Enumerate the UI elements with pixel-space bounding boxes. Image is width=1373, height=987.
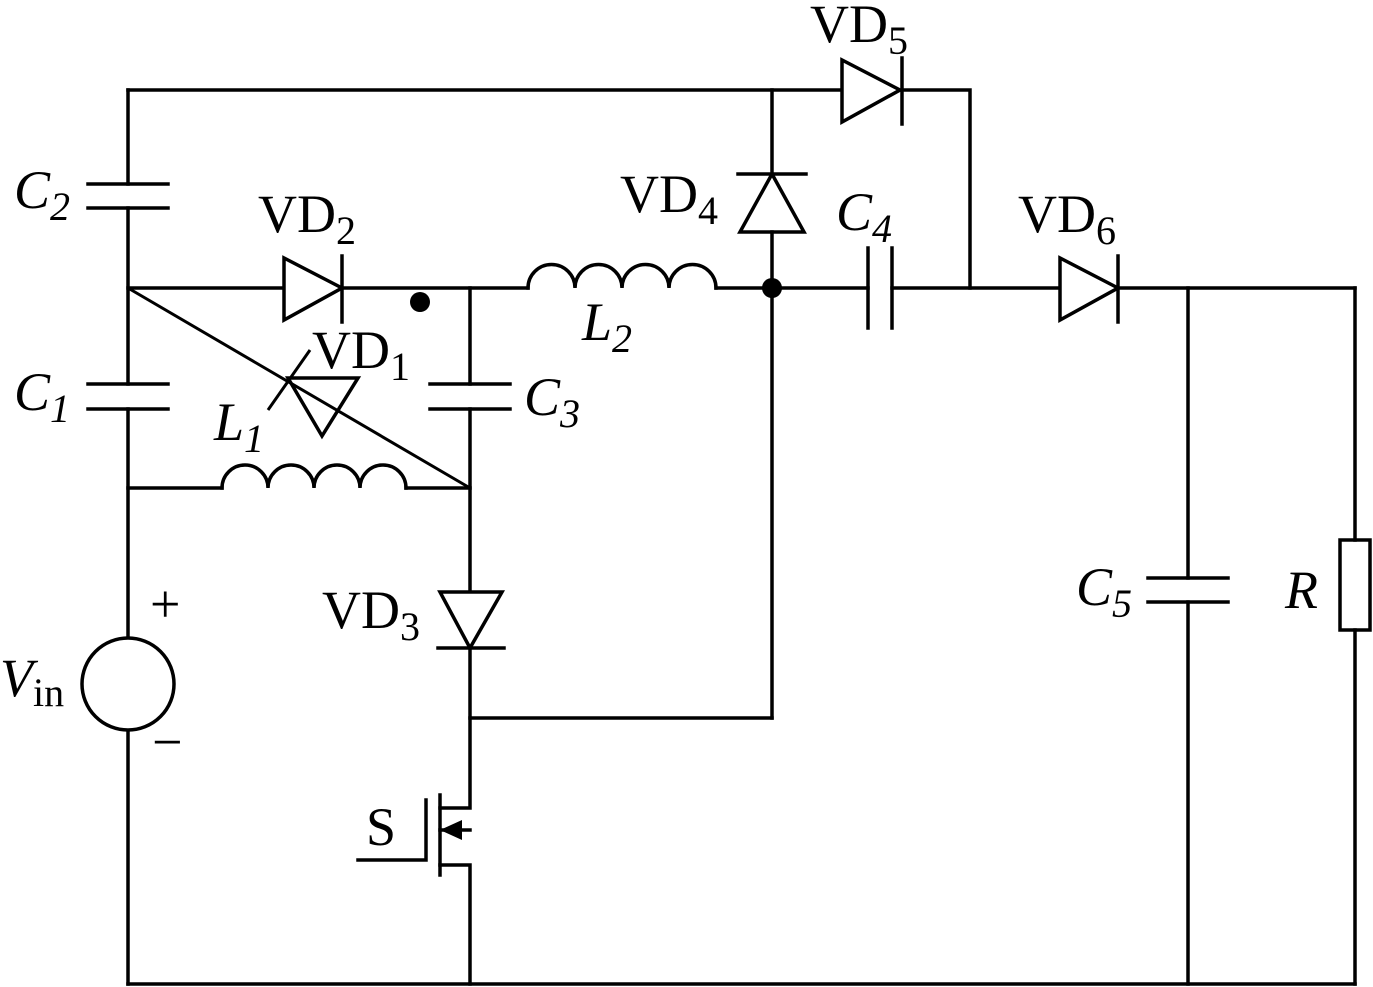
label-vd2: VD2 xyxy=(258,184,356,253)
label-vd1: VD1 xyxy=(312,320,410,389)
capacitor-c5 xyxy=(1146,576,1230,604)
label-l2: L2 xyxy=(581,292,632,361)
label-vd3: VD3 xyxy=(322,580,420,649)
inductor-l2 xyxy=(526,262,718,290)
diode-vd6 xyxy=(1058,254,1122,324)
label-vin: Vin xyxy=(0,648,64,715)
label-s: S xyxy=(366,797,396,857)
capacitor-c3 xyxy=(428,382,512,411)
coupled-inductor-dot xyxy=(410,292,430,312)
mosfet-s xyxy=(356,793,472,877)
capacitor-c4 xyxy=(866,246,894,330)
label-c1: C1 xyxy=(14,362,70,431)
label-vd5: VD5 xyxy=(810,0,908,63)
diode-vd3 xyxy=(436,590,506,652)
label-vd4: VD4 xyxy=(620,164,718,233)
label-c5: C5 xyxy=(1076,557,1132,626)
diode-vd2 xyxy=(282,254,346,324)
diode-vd1 xyxy=(266,349,362,440)
label-vd6: VD6 xyxy=(1018,184,1116,253)
label-l1: L1 xyxy=(213,392,264,461)
capacitor-c1 xyxy=(86,382,170,411)
inductor-l1 xyxy=(220,463,408,490)
label-r: R xyxy=(1284,560,1318,620)
label-c4: C4 xyxy=(836,182,892,251)
voltage-source-vin xyxy=(80,636,176,732)
diode-vd4 xyxy=(736,170,808,234)
diode-vd5 xyxy=(840,56,904,126)
resistor-r xyxy=(1338,538,1372,632)
capacitor-c2 xyxy=(86,182,170,210)
wires xyxy=(126,88,1357,986)
junction-dot xyxy=(762,278,782,298)
label-minus: − xyxy=(152,712,182,772)
label-c2: C2 xyxy=(14,160,70,229)
label-c3: C3 xyxy=(524,367,580,436)
label-plus: + xyxy=(150,574,180,634)
